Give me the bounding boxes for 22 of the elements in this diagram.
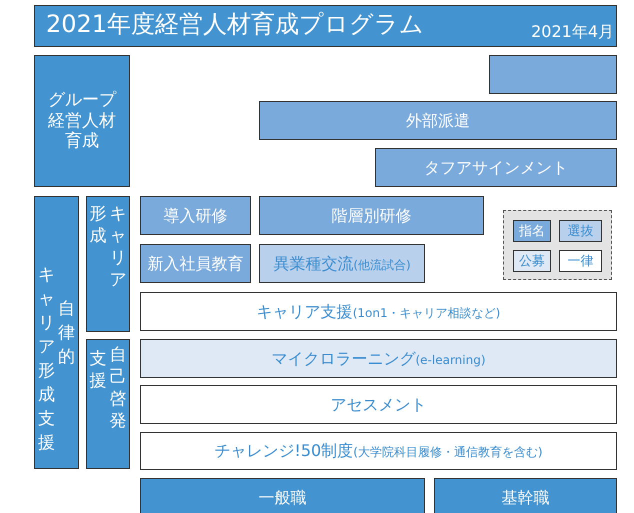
program-box: グループ経営人材育成 bbox=[34, 55, 130, 187]
program-box: マイクロラーニング(e-learning) bbox=[140, 339, 617, 378]
legend-swatch: 公募 bbox=[513, 250, 551, 272]
job-class-box: 一般職 bbox=[140, 478, 425, 513]
title: 2021年度経営人材育成プログラム bbox=[46, 9, 424, 39]
program-box: キャリア支援(1on1・キャリア相談など) bbox=[140, 292, 617, 331]
program-box: タフアサインメント bbox=[375, 148, 617, 187]
category-box: 形成 キャリア bbox=[86, 196, 130, 332]
program-box: 外部派遣 bbox=[259, 101, 617, 140]
program-box bbox=[489, 55, 617, 94]
program-box: 階層別研修 bbox=[259, 196, 484, 235]
legend-swatch: 指名 bbox=[513, 220, 551, 242]
legend-swatch: 一律 bbox=[559, 250, 602, 272]
program-box: チャレンジ!50制度(大学院科目履修・通信教育を含む) bbox=[140, 432, 617, 470]
program-box: 異業種交流(他流試合) bbox=[259, 244, 425, 283]
job-class-box: 基幹職 bbox=[434, 478, 617, 513]
date-label: 2021年4月 bbox=[531, 22, 614, 42]
program-box: 新入社員教育 bbox=[140, 244, 251, 283]
program-box: アセスメント bbox=[140, 385, 617, 424]
legend-swatch: 選抜 bbox=[559, 220, 602, 242]
program-box: 導入研修 bbox=[140, 196, 251, 235]
category-box: 支援 自己啓発 bbox=[86, 339, 130, 469]
